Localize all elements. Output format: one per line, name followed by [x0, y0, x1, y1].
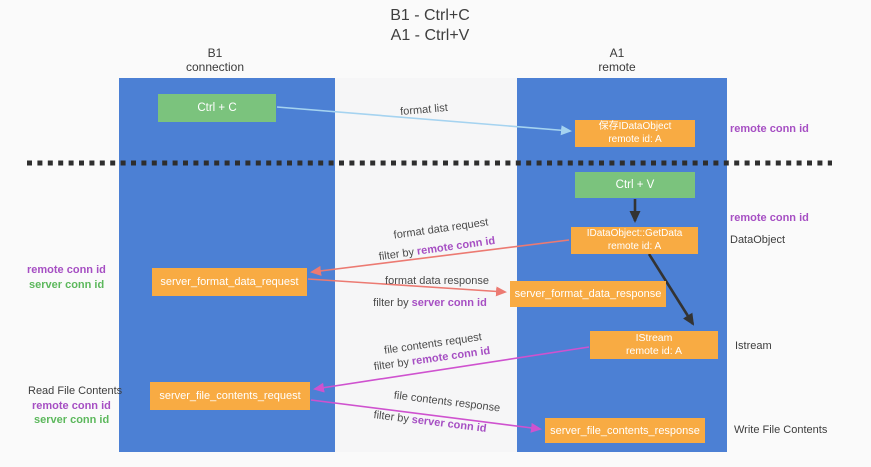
format-data-response-label: format data response [385, 275, 489, 287]
istream-line2: remote id: A [625, 345, 683, 357]
title-line-2: A1 - Ctrl+V [390, 27, 470, 44]
a1-sublabel: remote [598, 59, 636, 74]
save-idataobject-line2: remote id: A [608, 133, 662, 145]
remote-conn-id-label-mid-right: remote conn id [730, 212, 809, 224]
remote-conn-id-label-left2: remote conn id [32, 400, 111, 412]
ctrl-c-label: Ctrl + C [197, 102, 237, 114]
ctrl-v-box: Ctrl + V [575, 172, 695, 198]
b1-label: B1 [207, 46, 223, 60]
getdata-line1: IDataObject::GetData [586, 228, 683, 239]
server-file-contents-request-box: server_file_contents_request [150, 382, 310, 410]
server-conn-id-label-left2: server conn id [34, 414, 110, 426]
istream-box: IStream remote id: A [590, 331, 718, 359]
write-file-contents-label: Write File Contents [734, 424, 828, 436]
server-format-data-request-box: server_format_data_request [152, 268, 307, 296]
save-idataobject-box: 保存IDataObject remote id: A [575, 120, 695, 147]
server-conn-id-text: server conn id [411, 297, 487, 309]
format-request-label: server_format_data_request [160, 276, 299, 288]
title-line-1: B1 - Ctrl+C [390, 7, 470, 24]
file-request-label: server_file_contents_request [159, 390, 301, 402]
page-title: B1 - Ctrl+C A1 - Ctrl+V [300, 6, 560, 46]
format-response-label: server_format_data_response [514, 288, 662, 300]
b1-sublabel: connection [185, 59, 245, 74]
filter-by-text: filter by [373, 297, 409, 309]
istream-line1: IStream [635, 332, 673, 344]
ctrl-c-box: Ctrl + C [158, 94, 276, 122]
dataobject-label: DataObject [730, 234, 786, 246]
remote-conn-id-label-top-right: remote conn id [730, 123, 809, 135]
column-header-b1: B1 connection [107, 46, 323, 74]
ctrl-v-label: Ctrl + V [615, 179, 655, 191]
server-file-contents-response-box: server_file_contents_response [545, 418, 705, 443]
getdata-line2: remote id: A [607, 240, 662, 252]
idataobject-getdata-box: IDataObject::GetData remote id: A [571, 227, 698, 254]
file-response-label: server_file_contents_response [550, 424, 700, 437]
read-file-contents-label: Read File Contents [28, 385, 123, 397]
remote-conn-id-label-left1: remote conn id [27, 264, 106, 276]
istream-side-label: Istream [735, 340, 772, 352]
save-idataobject-line1: 保存IDataObject [598, 121, 672, 132]
column-header-a1: A1 remote [512, 46, 722, 74]
server-format-data-response-box: server_format_data_response [510, 281, 666, 307]
server-conn-id-label-left1: server conn id [29, 279, 105, 291]
a1-label: A1 [609, 46, 625, 60]
